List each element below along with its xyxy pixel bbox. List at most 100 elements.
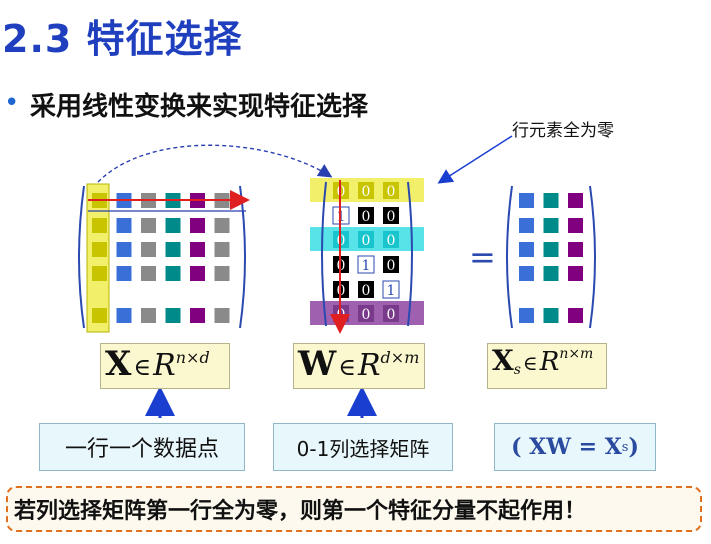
x-cell [190, 266, 205, 281]
dashed-connector [97, 144, 333, 183]
xs-cell [519, 308, 534, 323]
xs-cell [568, 308, 583, 323]
x-cell [141, 242, 156, 257]
right-bracket [589, 185, 596, 329]
w-cell-value: 0 [362, 307, 371, 323]
xs-cell [568, 218, 583, 233]
bullet-text: 采用线性变换来实现特征选择 [30, 92, 369, 122]
x-cell [165, 242, 181, 257]
w-cell-box [382, 280, 400, 299]
x-cell [214, 266, 230, 281]
w-cell-box [383, 207, 399, 224]
description-xs-sub: s [621, 439, 629, 455]
matrix-x-cells [92, 193, 230, 323]
formula-w-dim: d×m [380, 347, 420, 367]
annotation-text: 行元素全为零 [512, 121, 614, 141]
matrix-w: 000100000010001000 [310, 178, 424, 334]
w-cell-box [358, 182, 374, 199]
xs-cell [519, 266, 534, 281]
x-cell [165, 266, 181, 281]
x-cell [190, 242, 205, 257]
x-cell [116, 218, 132, 233]
formula-xs-R: R [539, 347, 560, 377]
x-cell [92, 308, 107, 323]
w-cell-value: 0 [362, 233, 371, 249]
slide-title: 2.3 特征选择 [2, 17, 243, 61]
x-cell [116, 266, 132, 281]
formula-w-symbol: W [298, 344, 337, 384]
xs-cell [519, 193, 534, 208]
x-cell [92, 218, 107, 233]
xs-cell [543, 218, 559, 233]
w-cell-value: 0 [362, 184, 371, 200]
w-cell-box [358, 231, 374, 248]
x-cell [92, 242, 107, 257]
right-bracket [239, 185, 246, 329]
w-cell-value: 0 [387, 233, 396, 249]
w-cell-value: 1 [387, 283, 396, 299]
x-cell [190, 308, 205, 323]
xs-cell [543, 193, 559, 208]
xs-cell [568, 242, 583, 257]
x-cell [116, 242, 132, 257]
description-xs-close: ) [628, 434, 639, 460]
xs-cell [568, 266, 583, 281]
x-cell [214, 242, 230, 257]
description-x: 一行一个数据点 [39, 423, 245, 471]
formula-x-in: ∈ [133, 353, 152, 381]
x-cell [165, 218, 181, 233]
matrix-xs-cells [519, 193, 583, 323]
left-bracket [321, 181, 327, 327]
w-cell-box [383, 305, 399, 322]
x-cell [141, 218, 156, 233]
formula-xs-symbol: X [492, 344, 514, 377]
left-bracket [78, 185, 85, 329]
equals-sign: = [469, 238, 496, 276]
w-cell-value: 0 [362, 283, 371, 299]
w-cell-value: 1 [362, 258, 371, 274]
x-cell [165, 308, 181, 323]
x-cell [214, 218, 230, 233]
w-cell-value: 0 [387, 307, 396, 323]
w-cell-value: 0 [387, 209, 396, 225]
formula-xs-sub: s [513, 362, 521, 379]
xs-cell [568, 193, 583, 208]
formula-x-R: R [153, 348, 176, 383]
bullet-marker: • [4, 88, 20, 118]
description-w: 0-1列选择矩阵 [273, 423, 453, 471]
formula-x-dim: n×d [175, 347, 210, 367]
xs-cell [543, 266, 559, 281]
w-cell-box [383, 256, 399, 273]
matrix-xs [506, 185, 596, 329]
formula-xs-in: ∈ [522, 351, 538, 375]
right-bracket [407, 181, 413, 327]
w-cell-value: 0 [387, 184, 396, 200]
w-cell-box [383, 231, 399, 248]
formula-xs: Xs∈Rn×m [487, 343, 607, 389]
w-cell-box [358, 305, 374, 322]
w-cell-box [358, 207, 374, 224]
formula-w-R: R [357, 348, 381, 383]
conclusion-banner: 若列选择矩阵第一行全为零，则第一个特征分量不起作用！ [6, 486, 702, 532]
w-cell-value: 0 [387, 258, 396, 274]
xs-cell [519, 218, 534, 233]
x-cell [141, 266, 156, 281]
matrix-x [78, 183, 250, 333]
formula-x: X∈Rn×d [100, 343, 230, 389]
w-cell-box [358, 281, 374, 298]
left-bracket [506, 185, 513, 329]
x-cell [214, 308, 230, 323]
formula-w-in: ∈ [338, 353, 356, 381]
xs-cell [519, 242, 534, 257]
w-cell-box [357, 255, 375, 274]
formula-w: W∈Rd×m [293, 343, 425, 389]
xs-cell [543, 242, 559, 257]
x-cell [141, 308, 156, 323]
x-cell [92, 266, 107, 281]
annotation-arrow [437, 135, 513, 184]
formula-xs-dim: n×m [559, 345, 594, 362]
description-xs-open: ( XW = X [511, 434, 622, 460]
w-cell-box [383, 182, 399, 199]
